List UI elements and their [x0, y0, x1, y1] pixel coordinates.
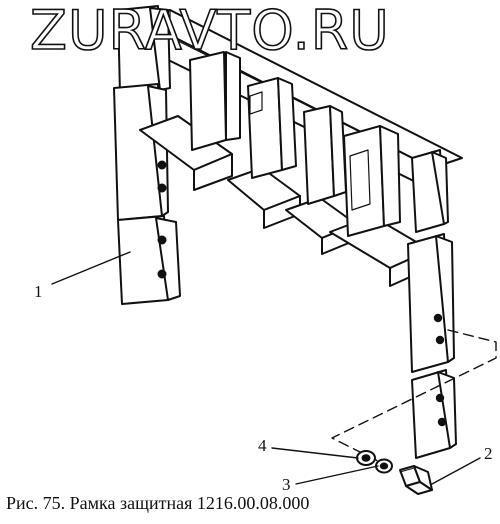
callout-label-3: 3 [282, 475, 291, 494]
leader-line-4 [271, 447, 359, 459]
bolt-2 [399, 465, 433, 495]
callout-label-1: 1 [34, 282, 43, 301]
left-lower-post [117, 215, 181, 305]
leader-line-2 [431, 457, 481, 485]
assembly-dashed-line [331, 329, 497, 463]
angle-bracket-2 [227, 77, 301, 229]
left-middle-post [113, 83, 169, 221]
right-upper-post [411, 149, 449, 233]
leader-line-3 [295, 465, 379, 485]
angle-bracket-1 [139, 51, 241, 191]
figure-caption: Рис. 75. Рамка защитная 1216.00.08.000 [6, 493, 310, 513]
leader-line-1 [51, 251, 131, 285]
leader-lines [51, 251, 481, 485]
left-upper-post [117, 5, 171, 95]
watermark-text: ZURAVTO.RU [29, 0, 390, 62]
right-middle-post [407, 233, 455, 373]
callout-label-4: 4 [258, 436, 267, 455]
callout-label-2: 2 [484, 444, 493, 463]
washer-4 [356, 450, 376, 466]
angle-bracket-4 [329, 125, 431, 287]
right-lower-post [411, 369, 457, 459]
